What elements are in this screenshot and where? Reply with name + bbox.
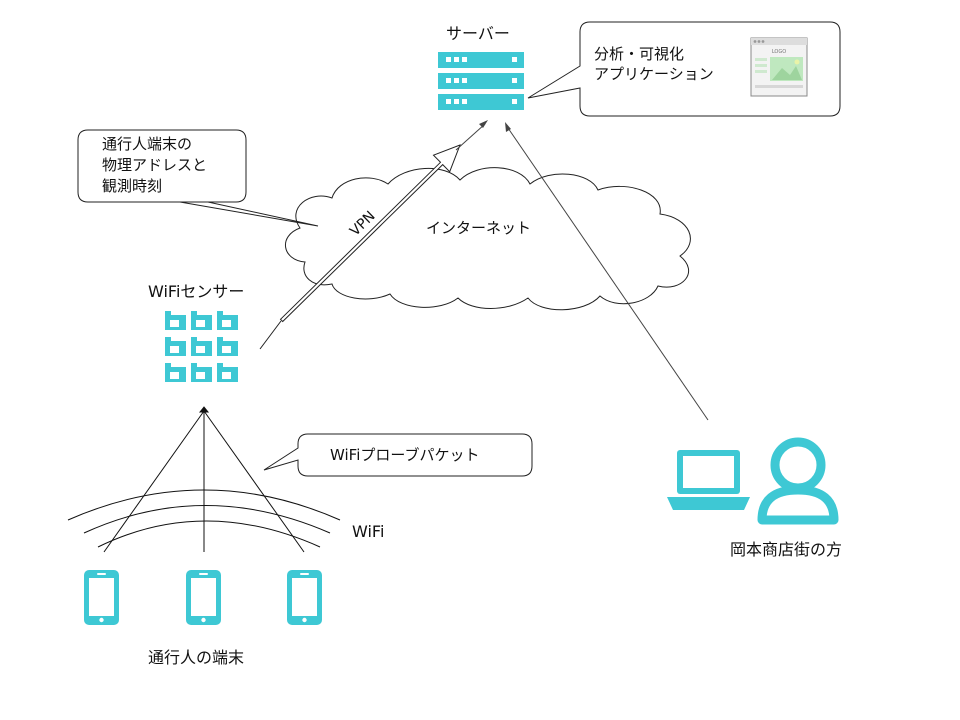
browser-window-icon: LOGO bbox=[750, 37, 808, 97]
analytics-app-line2: アプリケーション bbox=[594, 65, 714, 84]
passerby-info-line3: 観測時刻 bbox=[102, 177, 163, 195]
sensor-grid-icon bbox=[165, 311, 238, 382]
wifi-waves bbox=[67, 489, 341, 548]
wifi-label: WiFi bbox=[352, 522, 385, 541]
analytics-app-line1: 分析・可視化 bbox=[594, 45, 685, 63]
logo-text: LOGO bbox=[772, 49, 786, 55]
passerby-info-line2: 物理アドレスと bbox=[102, 156, 208, 174]
vpn-to-server-arrow bbox=[455, 123, 486, 151]
passerby-info-callout bbox=[77, 129, 319, 227]
internet-label: インターネット bbox=[426, 219, 532, 237]
laptop-icon bbox=[667, 450, 750, 510]
antenna-beams bbox=[103, 406, 305, 553]
server-label: サーバー bbox=[446, 24, 510, 43]
smartphone-icon bbox=[84, 570, 322, 625]
vpn-arrow bbox=[279, 144, 461, 323]
probe-packet-callout bbox=[263, 433, 533, 477]
user-to-server-line bbox=[507, 127, 709, 421]
probe-packet-label: WiFiプローブパケット bbox=[330, 446, 480, 464]
passerby-info-text: 通行人端末の 物理アドレスと 観測時刻 bbox=[102, 134, 207, 197]
passerby-info-line1: 通行人端末の bbox=[102, 135, 193, 153]
wifi-sensor-label: WiFiセンサー bbox=[148, 282, 245, 301]
internet-cloud-icon bbox=[284, 167, 691, 311]
server-rack-icon bbox=[438, 52, 524, 110]
analytics-app-text: 分析・可視化 アプリケーション bbox=[594, 44, 714, 85]
shopping-street-label: 岡本商店街の方 bbox=[730, 540, 843, 559]
person-icon bbox=[757, 437, 839, 525]
passerby-devices-label: 通行人の端末 bbox=[148, 648, 245, 667]
